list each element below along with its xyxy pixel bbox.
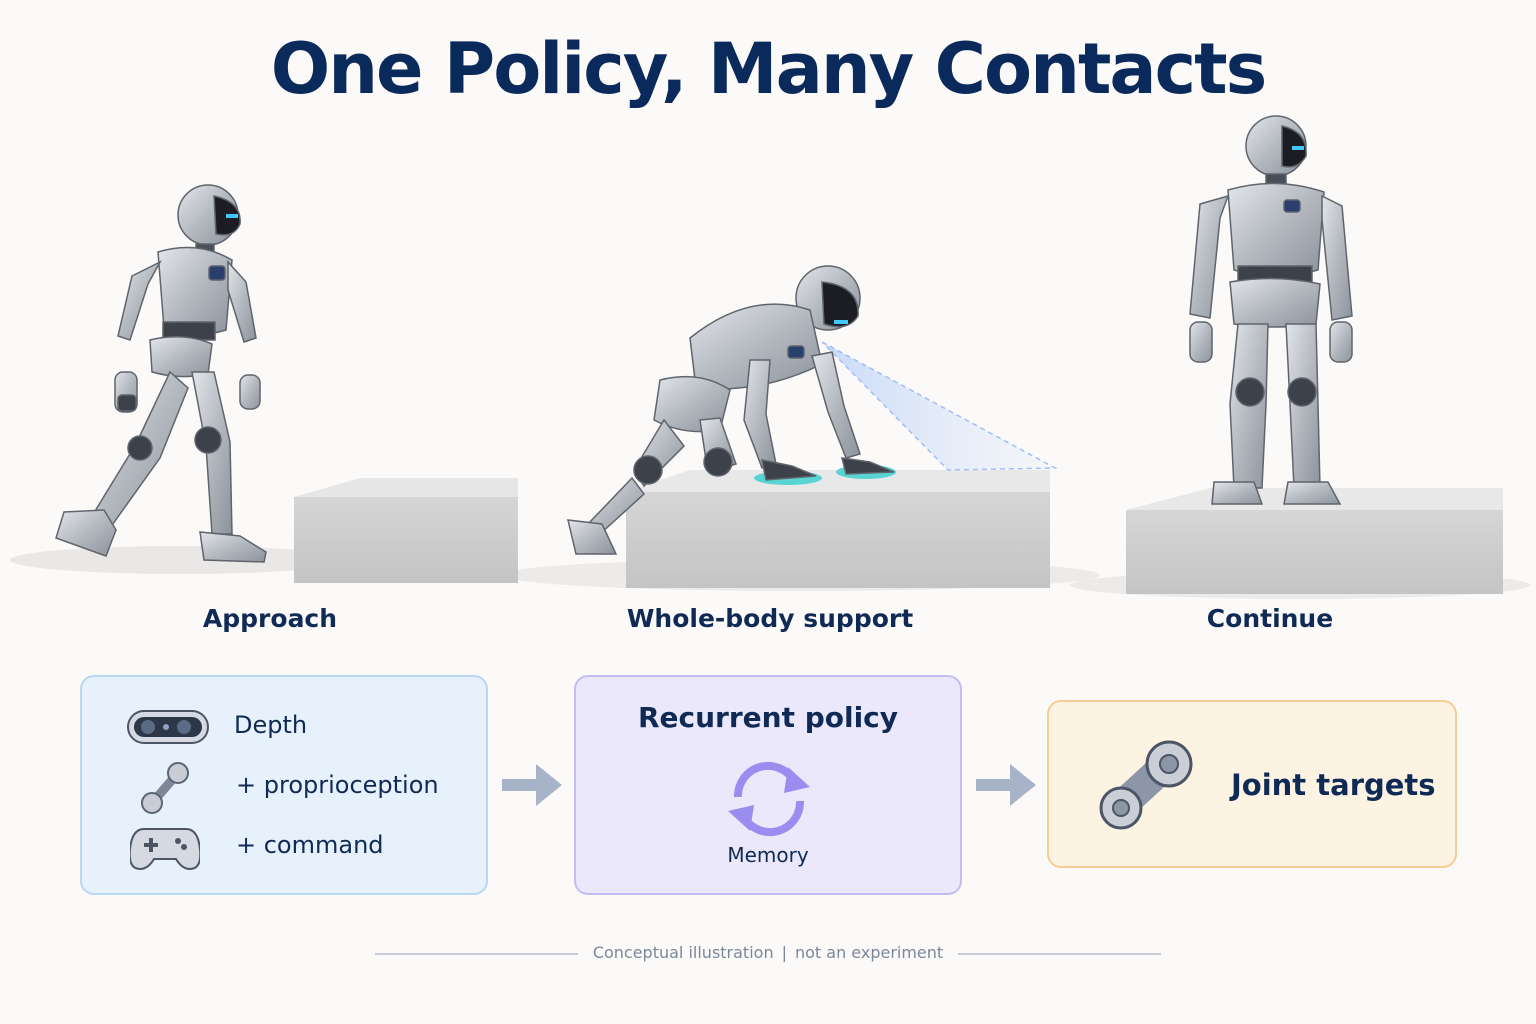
cycle-arrows-icon (728, 761, 810, 837)
arrow-right-icon (502, 764, 562, 806)
footer-caption: Conceptual illustration | not an experimen… (560, 943, 976, 962)
inputs-box: Depth + proprioception + command (80, 675, 488, 895)
robot-approach (55, 184, 267, 563)
proprioception-label: + proprioception (236, 771, 439, 799)
footer-divider-left (375, 953, 578, 955)
step-block-support (626, 470, 1050, 588)
footer-caption-right: not an experiment (794, 943, 944, 962)
robot-scene (10, 115, 1530, 599)
step-block-approach (294, 478, 518, 583)
depth-label: Depth (234, 711, 308, 739)
output-box: Joint targets (1047, 700, 1457, 868)
footer-caption-left: Conceptual illustration (592, 943, 774, 962)
arrow-right-icon (976, 764, 1036, 806)
robot-continue (1189, 115, 1353, 505)
step-block-continue (1126, 488, 1503, 594)
command-label: + command (236, 831, 384, 859)
policy-box: Recurrent policy Memory (574, 675, 962, 895)
robot-support (567, 265, 1058, 555)
joint-link-icon (141, 762, 189, 814)
memory-label: Memory (727, 843, 809, 867)
depth-camera-icon (127, 710, 209, 744)
stage-label-approach: Approach (202, 604, 338, 633)
policy-title: Recurrent policy (637, 701, 899, 734)
footer-divider-right (958, 953, 1161, 955)
joint-targets-label: Joint targets (1231, 768, 1436, 802)
joint-gear-icon (1099, 740, 1193, 830)
stage-label-continue: Continue (1206, 604, 1334, 633)
page-title: One Policy, Many Contacts (270, 28, 1268, 110)
stage-label-support: Whole-body support (626, 604, 914, 633)
gamepad-icon (130, 828, 200, 871)
footer-separator: | (781, 943, 787, 962)
